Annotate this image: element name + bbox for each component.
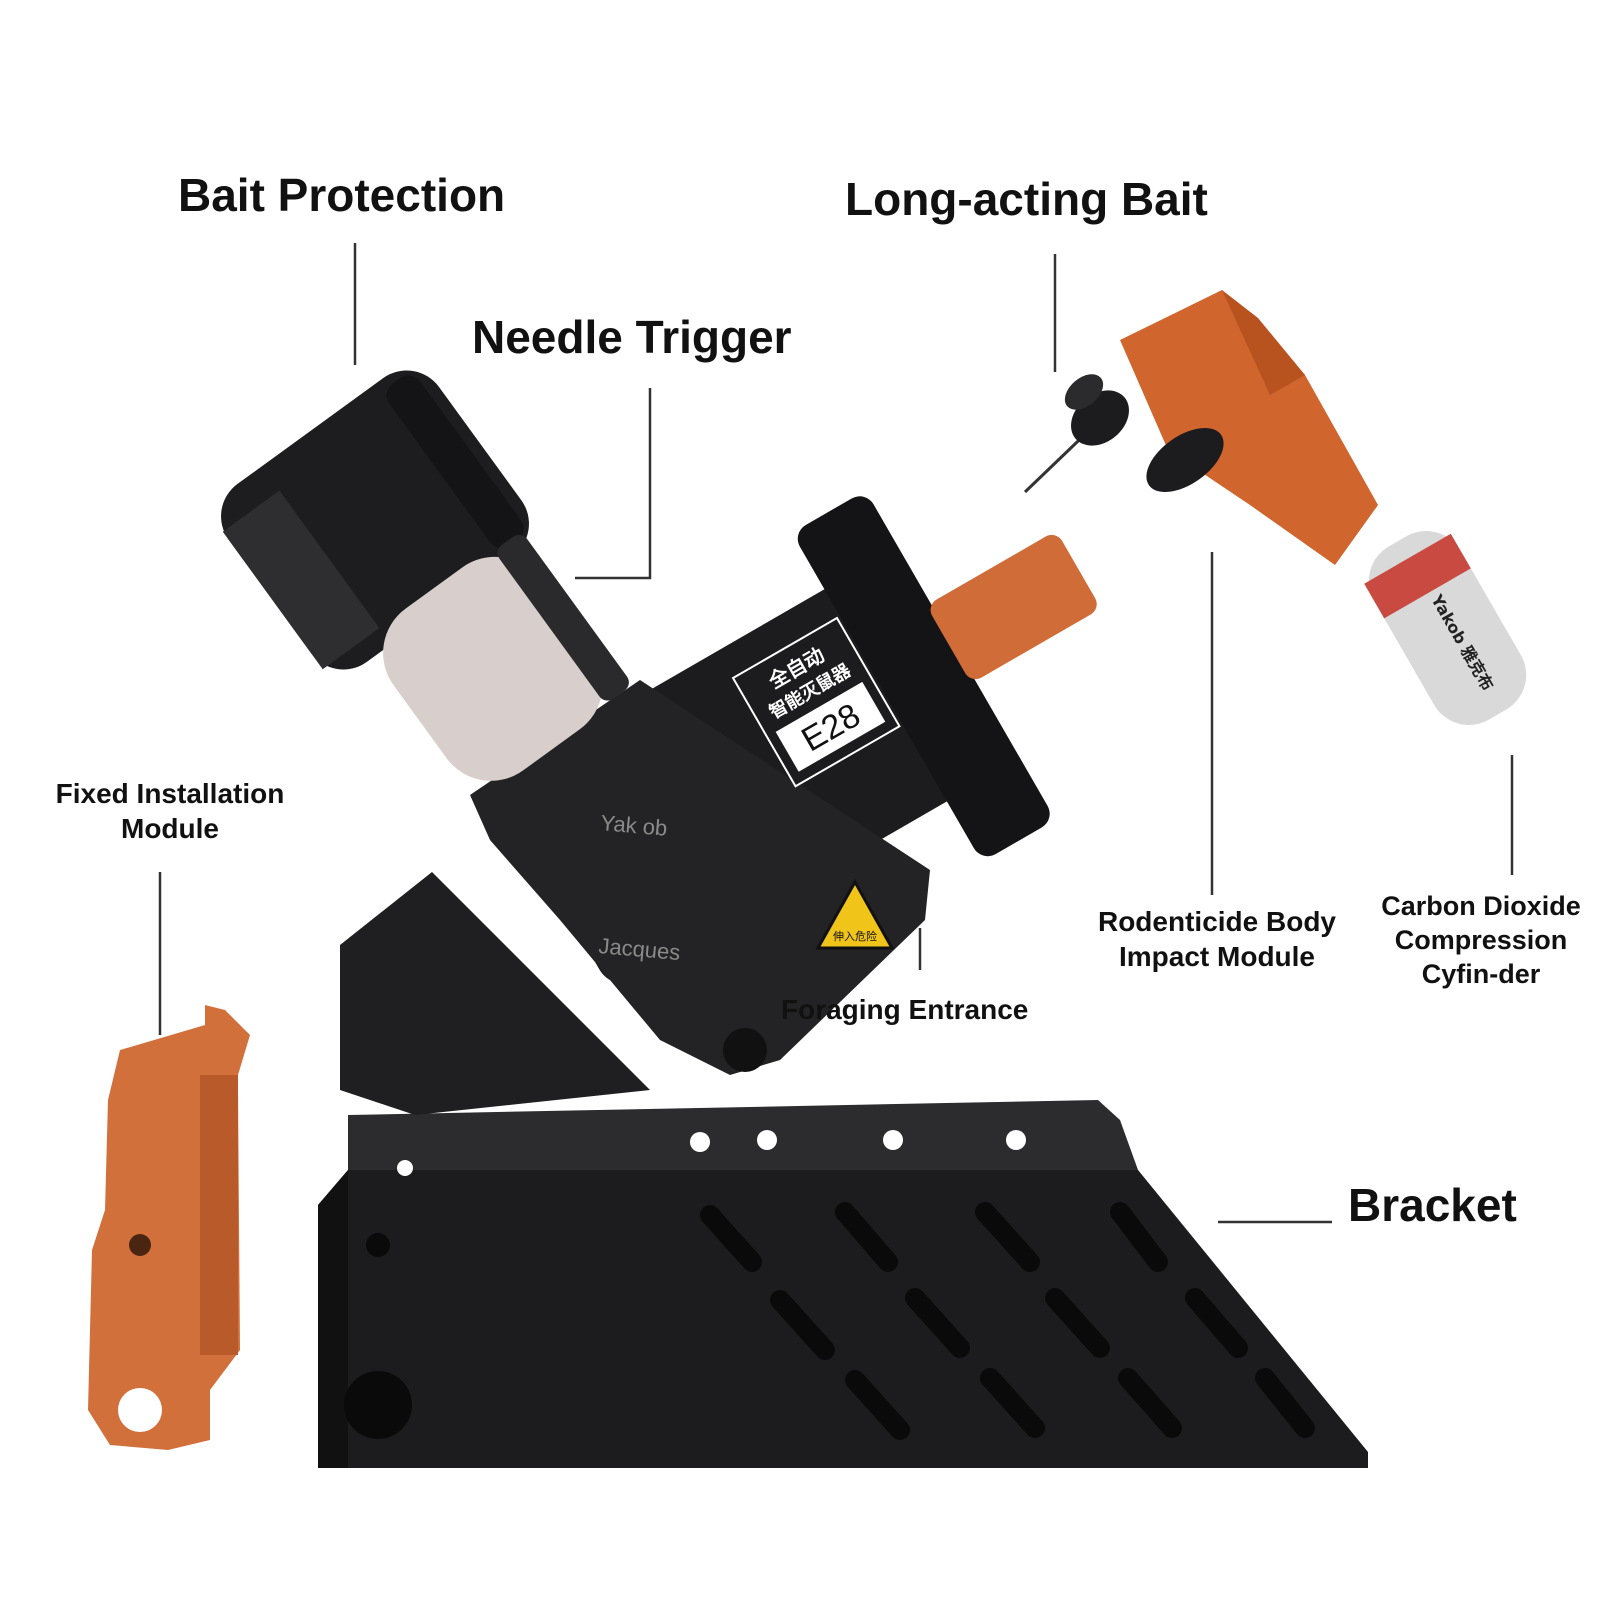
label-needle-trigger: Needle Trigger bbox=[472, 311, 792, 363]
needle-trigger-pad bbox=[383, 534, 629, 781]
label-co2-line3: Cyfin-der bbox=[1421, 958, 1541, 989]
leader-needle-trigger bbox=[575, 388, 652, 580]
warning-text: 伸入危险 bbox=[833, 929, 877, 943]
bracket-part bbox=[318, 872, 1368, 1468]
foraging-entrance-opening bbox=[723, 1028, 767, 1072]
body-flange bbox=[797, 496, 1050, 857]
label-fixed-line2: Module bbox=[121, 813, 219, 844]
label-bait-protection: Bait Protection bbox=[178, 169, 506, 221]
label-fixed-installation-module: Fixed Installation Module bbox=[20, 776, 320, 846]
label-long-acting-bait: Long-acting Bait bbox=[845, 173, 1208, 225]
leader-lines bbox=[158, 243, 1514, 1224]
body-lower-housing bbox=[470, 680, 930, 1075]
label-foraging-entrance: Foraging Entrance bbox=[781, 994, 1029, 1025]
body-sticker: 全自动 智能灭鼠器 E28 bbox=[731, 616, 901, 788]
co2-cylinder-part: Yakob 雅克布 bbox=[1120, 290, 1527, 725]
warning-sticker: 伸入危险 bbox=[815, 878, 895, 950]
main-body-part: 全自动 智能灭鼠器 E28 Yak ob Jacques 伸入危险 bbox=[470, 496, 1097, 1075]
brand-mark-top: Yak ob bbox=[600, 810, 669, 841]
bracket-ramp bbox=[340, 872, 650, 1115]
label-carbon-dioxide-cylinder: Carbon Dioxide Compression Cyfin-der bbox=[1362, 890, 1600, 991]
label-co2-line2: Compression bbox=[1394, 924, 1568, 955]
fixed-installation-module-part bbox=[88, 1005, 250, 1450]
long-acting-bait-knob bbox=[1023, 374, 1129, 494]
label-fixed-line1: Fixed Installation bbox=[55, 778, 285, 809]
bracket-holes bbox=[397, 1130, 1026, 1176]
label-rodenticide-line2: Impact Module bbox=[1118, 941, 1315, 972]
orange-connector bbox=[930, 534, 1097, 680]
label-bracket: Bracket bbox=[1348, 1179, 1517, 1231]
label-co2-line1: Carbon Dioxide bbox=[1381, 891, 1581, 921]
bracket-slots bbox=[700, 1202, 1315, 1440]
label-rodenticide-line1: Rodenticide Body bbox=[1097, 906, 1336, 937]
label-rodenticide-body-impact-module: Rodenticide Body Impact Module bbox=[1082, 904, 1352, 974]
